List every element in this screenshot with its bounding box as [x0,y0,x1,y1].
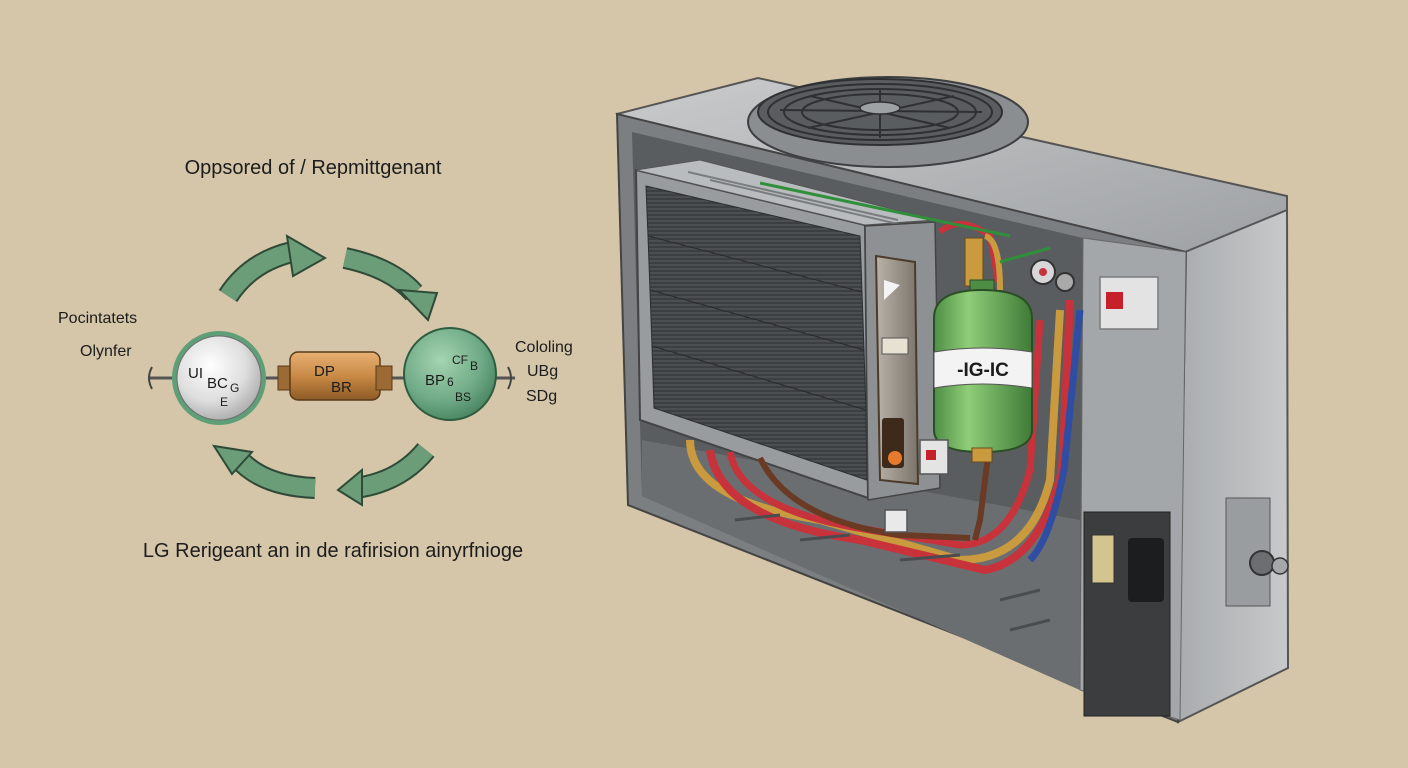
node-right-label-3: BP [425,372,445,389]
pressure-gauge-dot-1 [1039,268,1047,276]
filter-drier-node: DP BR [277,351,393,401]
contactor [1128,538,1164,602]
floor-slots [734,513,1051,632]
node-right-label-2: B [470,359,478,373]
diagram-caption: LG Rerigeant an in de rafirision ainyrfn… [143,540,523,562]
pressure-switch-indicator [926,450,936,460]
cabinet-right-side [1176,204,1290,724]
left-label-2: Olynfer [80,343,132,360]
compressor-node: UI BC G E [172,331,266,425]
right-bracket [507,366,512,390]
outdoor-ac-unit-cutaway: -IG-IC [615,76,1290,724]
wire-clip [884,509,908,533]
pressure-gauge-2 [1055,272,1075,292]
terminal-block [1091,534,1115,584]
service-valve [1249,550,1275,576]
right-label-3: SDg [526,388,557,405]
node-left-label-1: UI [188,365,203,382]
left-bracket [148,366,153,390]
condenser-coil [634,159,936,500]
service-valve-cap [1271,557,1289,575]
condenser-node: CF B BP 6 BS [403,327,497,421]
right-label-2: UBg [527,363,558,380]
refrigerant-pipes [686,181,1084,575]
refrigerant-accumulator-tank: -IG-IC [933,237,1033,463]
node-left-label-2: BC [207,375,228,392]
fan-assembly [747,76,1029,168]
control-panel [864,221,941,501]
refrigeration-cycle-diagram: Oppsored of / Repmittgenant [58,157,573,562]
tank-label: -IG-IC [957,360,1009,381]
node-middle-label-1: DP [314,363,335,380]
cycle-arrow-bottom-left [211,444,316,499]
node-left-label-3: G [230,381,239,395]
cycle-arrow-bottom-right [336,442,435,507]
node-right-label-1: CF [452,353,468,367]
node-left-label-4: E [220,395,228,409]
node-right-label-4: 6 [447,375,454,389]
node-right-label-5: BS [455,390,471,404]
node-middle-label-2: BR [331,379,352,396]
indicator-light [1106,292,1123,309]
right-label-1: Cololing [515,339,573,356]
diagram-title: Oppsored of / Repmittgenant [185,157,442,179]
left-label-1: Pocintatets [58,310,137,327]
cycle-arrow-top-left [218,234,328,303]
cycle-arrow-top-right [342,247,439,322]
